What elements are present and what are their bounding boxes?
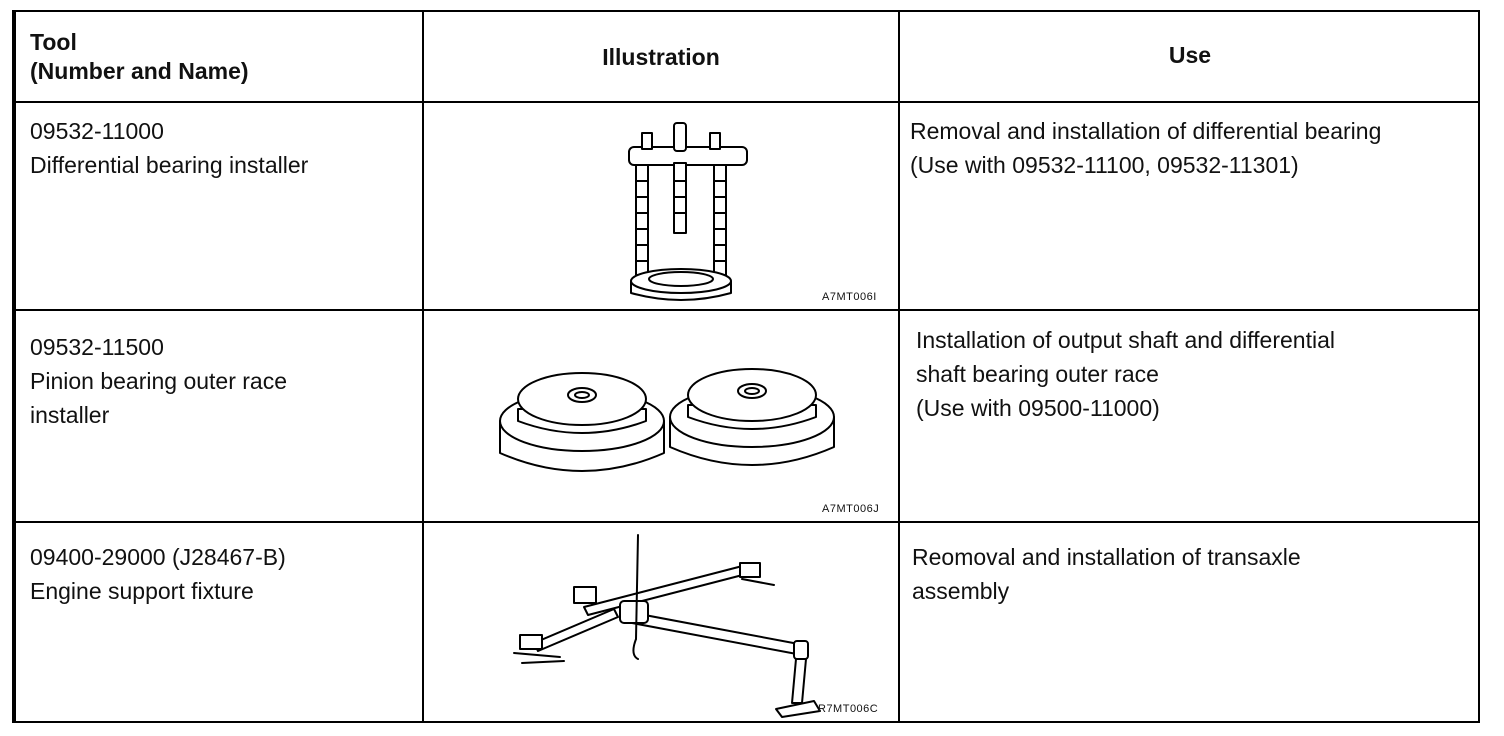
table-row-2-tool: 09532-11500 Pinion bearing outer race in… (30, 330, 415, 432)
tool-number: 09532-11000 (30, 118, 164, 144)
table-row-3-tool: 09400-29000 (J28467-B) Engine support fi… (30, 540, 415, 608)
tool-number: 09532-11500 (30, 334, 164, 360)
use-line: Reomoval and installation of transaxle (912, 544, 1301, 570)
use-line: assembly (912, 578, 1010, 604)
engine-support-fixture-icon (513, 534, 821, 718)
header-illustration: Illustration (602, 44, 720, 70)
header-tool: Tool (Number and Name) (30, 28, 410, 86)
tool-number: 09400-29000 (J28467-B) (30, 544, 286, 570)
figure-code: A7MT006J (822, 503, 880, 515)
figure-code: R7MT006C (818, 703, 879, 715)
special-tools-table: Tool (Number and Name) Illustration Use … (12, 10, 1480, 723)
row-divider (14, 101, 1478, 103)
tool-name: Engine support fixture (30, 578, 254, 604)
table-row-2-use: Installation of output shaft and differe… (916, 323, 1481, 425)
row-divider (14, 309, 1478, 311)
use-line: (Use with 09500-11000) (916, 395, 1160, 421)
column-divider (422, 12, 424, 721)
use-line: Installation of output shaft and differe… (916, 327, 1335, 353)
table-row-3-use: Reomoval and installation of transaxle a… (912, 540, 1477, 608)
header-use: Use (1168, 42, 1212, 68)
table-row-2-illustration: A7MT006J (424, 311, 898, 521)
outer-race-installer-discs-icon (499, 368, 835, 472)
use-line: (Use with 09532-11100, 09532-11301) (910, 152, 1299, 178)
table-row-1-use: Removal and installation of differential… (910, 114, 1480, 182)
header-tool-line2: (Number and Name) (30, 58, 249, 84)
bearing-installer-press-icon (628, 122, 748, 301)
table-row-3-illustration: R7MT006C (424, 523, 898, 721)
use-line: Removal and installation of differential… (910, 118, 1382, 144)
tool-name-continued: installer (30, 402, 110, 428)
figure-code: A7MT006I (822, 291, 877, 303)
tool-name: Pinion bearing outer race (30, 368, 287, 394)
tool-name: Differential bearing installer (30, 152, 309, 178)
header-tool-line1: Tool (30, 29, 77, 55)
table-row-1-illustration: A7MT006I (424, 103, 898, 309)
row-divider (14, 521, 1478, 523)
use-line: shaft bearing outer race (916, 361, 1159, 387)
column-divider (14, 12, 16, 721)
table-row-1-tool: 09532-11000 Differential bearing install… (30, 114, 415, 182)
column-divider (898, 12, 900, 721)
